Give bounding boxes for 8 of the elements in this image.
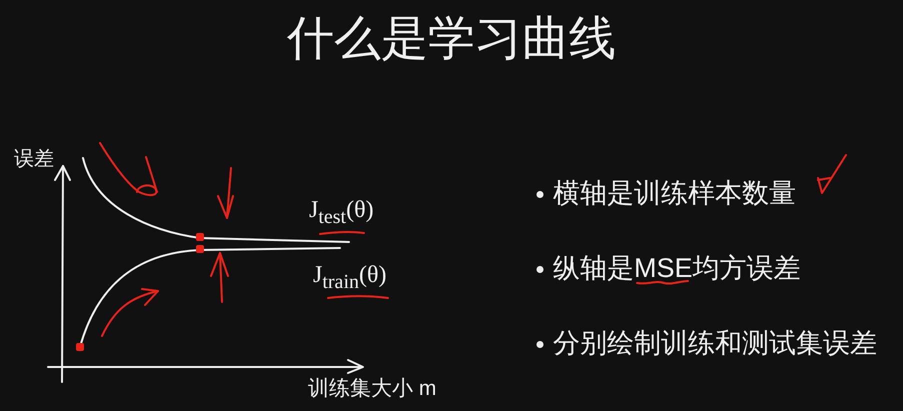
curve-label: J$_{test}$(θ)	[309, 198, 374, 227]
bullet-text: 纵轴是MSE均方误差	[553, 255, 801, 282]
bullet-text: 分别绘制训练和测试集误差	[553, 330, 877, 357]
bullet-text: 横轴是训练样本数量	[553, 180, 796, 207]
axis-label: 误差	[14, 149, 54, 169]
curve-label: J$_{train}$(θ)	[313, 263, 386, 292]
axis-label: 训练集大小 m	[308, 378, 436, 399]
slide-title: 什么是学习曲线	[287, 14, 616, 61]
